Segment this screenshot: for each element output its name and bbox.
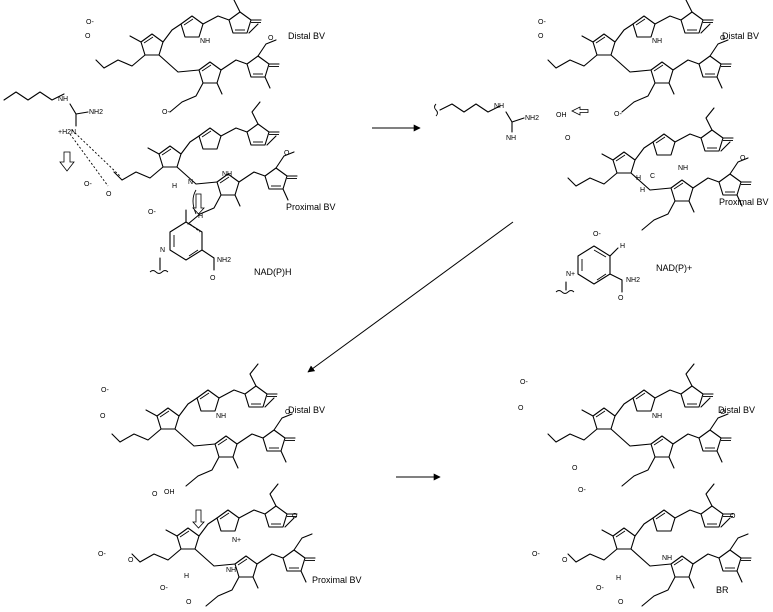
panel-1-distal-bv: O- O NH O O- <box>85 0 279 116</box>
panel-1-nad-amide-o: O <box>210 275 216 282</box>
panel-1-proton-arrow-icon <box>59 151 75 172</box>
panel-2-arg-nh: NH <box>494 103 504 110</box>
panel-2-distal-bv: O- O NH O O- <box>538 0 731 118</box>
panel-3-proximal-bv: OH O N+ H NH O O- O O- O <box>98 484 315 606</box>
arrow-step-2 <box>307 221 514 373</box>
panel-1-nadph: N H NH2 O <box>149 209 231 282</box>
panel-3-proton-arrow-icon <box>192 509 205 529</box>
panel-3-distal-carboxylate: O- <box>101 387 109 394</box>
panel-2-nad-amide-o: O <box>618 295 624 302</box>
panel-3-prox-carboxylate-2: O- <box>160 585 168 592</box>
panel-3-prox-h: H <box>184 573 189 580</box>
panel-4-distal-label: Distal BV <box>718 405 756 415</box>
panel-1-proximal-bv: O- O N H NH O O- <box>84 102 297 224</box>
panel-3-prox-lactam-o: O <box>292 513 298 520</box>
panel-4-distal-oxygen-2: O <box>572 465 578 472</box>
panel-2-nad-n: N+ <box>566 271 575 278</box>
panel-1-arg-nh: NH <box>58 96 68 103</box>
panel-2-arg-nh2: NH2 <box>525 115 539 122</box>
panel-3-prox-nh: NH <box>226 567 236 574</box>
panel-1-distal-oxygen: O <box>85 33 91 40</box>
panel-4-distal-carboxylate-2: O- <box>578 487 586 494</box>
panel-2-distal-lactam-o: O <box>720 35 726 42</box>
panel-4-br-h: H <box>616 575 621 582</box>
panel-2-prox-c: C <box>650 173 655 180</box>
panel-2-distal-carboxylate-2: O- <box>614 111 622 118</box>
panel-1-prox-oxygen: O <box>106 191 112 198</box>
panel-3-distal-label: Distal BV <box>288 405 326 415</box>
panel-4-distal-oxygen: O <box>518 405 524 412</box>
panel-1-prox-carboxylate: O- <box>84 181 92 188</box>
panel-1-distal-nh: NH <box>200 38 210 45</box>
panel-4-br-nh: NH <box>662 555 672 562</box>
panel-3-prox-oxygen: O <box>152 491 158 498</box>
panel-4-distal-nh: NH <box>652 413 662 420</box>
panel-2-arginine: NH NH2 NH <box>434 103 539 142</box>
panel-3-distal-lactam-o: O <box>285 409 291 416</box>
panel-3-distal-oxygen: O <box>100 413 106 420</box>
panel-2-proximal-bv: OH O H C H NH O O- <box>556 106 751 238</box>
panel-2-nadp: N+ H NH2 O <box>555 243 640 302</box>
panel-3-prox-oxygen-3: O <box>186 599 192 606</box>
panel-1-nad-n: N <box>160 247 165 254</box>
panel-4-br-oxygen: O <box>562 557 568 564</box>
panel-2-distal-nh: NH <box>652 38 662 45</box>
panel-2-prox-h-2: H <box>640 187 645 194</box>
panel-2-arg-nh-2: NH <box>506 135 516 142</box>
panel-1-distal-carboxylate-2: O- <box>162 109 170 116</box>
panel-1-distal-lactam-o: O <box>268 35 274 42</box>
panel-2-prox-oxygen: O <box>565 135 571 142</box>
panel-4-br-oxygen-2: O <box>618 599 624 606</box>
panel-1-prox-nh: NH <box>222 171 232 178</box>
panel-3-prox-oxygen-2: O <box>128 557 134 564</box>
panel-1-proximal-label: Proximal BV <box>286 202 336 212</box>
panel-2-cofactor-label: NAD(P)+ <box>656 263 693 273</box>
panel-3-distal-bv: O- O NH O <box>100 364 295 486</box>
panel-2-nad-amide: NH2 <box>626 277 640 284</box>
panel-4-distal-carboxylate: O- <box>520 379 528 386</box>
panel-3-prox-hydroxyl: OH <box>164 489 175 496</box>
panel-4-br-carboxylate-2: O- <box>596 585 604 592</box>
panel-4-distal-bv: O- O NH O O O- <box>518 364 731 494</box>
panel-4-bilirubin: H NH O O- O O- O <box>532 484 751 606</box>
panel-3-prox-n-plus: N+ <box>232 537 241 544</box>
panel-1-cofactor-label: NAD(P)H <box>254 267 292 277</box>
panel-2-nad-h: H <box>620 243 625 250</box>
panel-1-prox-n: N <box>188 179 193 186</box>
panel-4-br-lactam-o: O <box>730 513 736 520</box>
panel-3-prox-carboxylate: O- <box>98 551 106 558</box>
panel-2-proton-arrow-icon <box>571 106 589 116</box>
panel-3-proximal-label: Proximal BV <box>312 575 362 585</box>
panel-2-protein-squiggle-icon <box>434 103 438 117</box>
panel-1-ribose-squiggle-icon <box>149 270 169 274</box>
panel-3-distal-nh: NH <box>216 413 226 420</box>
panel-2-prox-h: H <box>636 175 641 182</box>
panel-2-proximal-label: Proximal BV <box>719 197 769 207</box>
panel-2-prox-lactam-o: O <box>740 155 746 162</box>
panel-4-product-label: BR <box>716 585 729 595</box>
panel-1-distal-label: Distal BV <box>288 31 326 41</box>
panel-1-distal-carboxylate: O- <box>86 19 94 26</box>
panel-1-arg-nh2: NH2 <box>89 109 103 116</box>
panel-2-distal-carboxylate: O- <box>538 19 546 26</box>
panel-4-distal-lactam-o: O <box>720 409 726 416</box>
panel-2-prox-hydroxyl: OH <box>556 112 567 119</box>
panel-1-nad-h: H <box>198 213 203 220</box>
panel-1-hydride-arrow-icon <box>192 193 205 215</box>
panel-1-prox-carboxylate-2: O- <box>148 209 156 216</box>
panel-1-nad-amide: NH2 <box>217 257 231 264</box>
panel-2-ribose-squiggle-icon <box>555 290 575 294</box>
panel-2-distal-oxygen: O <box>538 33 544 40</box>
panel-1-arg-h2n-plus: +H2N <box>58 129 76 136</box>
panel-4-br-carboxylate: O- <box>532 551 540 558</box>
panel-2-prox-nh: NH <box>678 165 688 172</box>
panel-1-arginine: NH NH2 +H2N <box>3 91 121 187</box>
panel-1-prox-h: H <box>172 183 177 190</box>
panel-2-prox-carboxylate: O- <box>593 231 601 238</box>
panel-2-distal-label: Distal BV <box>722 31 760 41</box>
panel-1-prox-lactam-o: O <box>284 150 290 157</box>
